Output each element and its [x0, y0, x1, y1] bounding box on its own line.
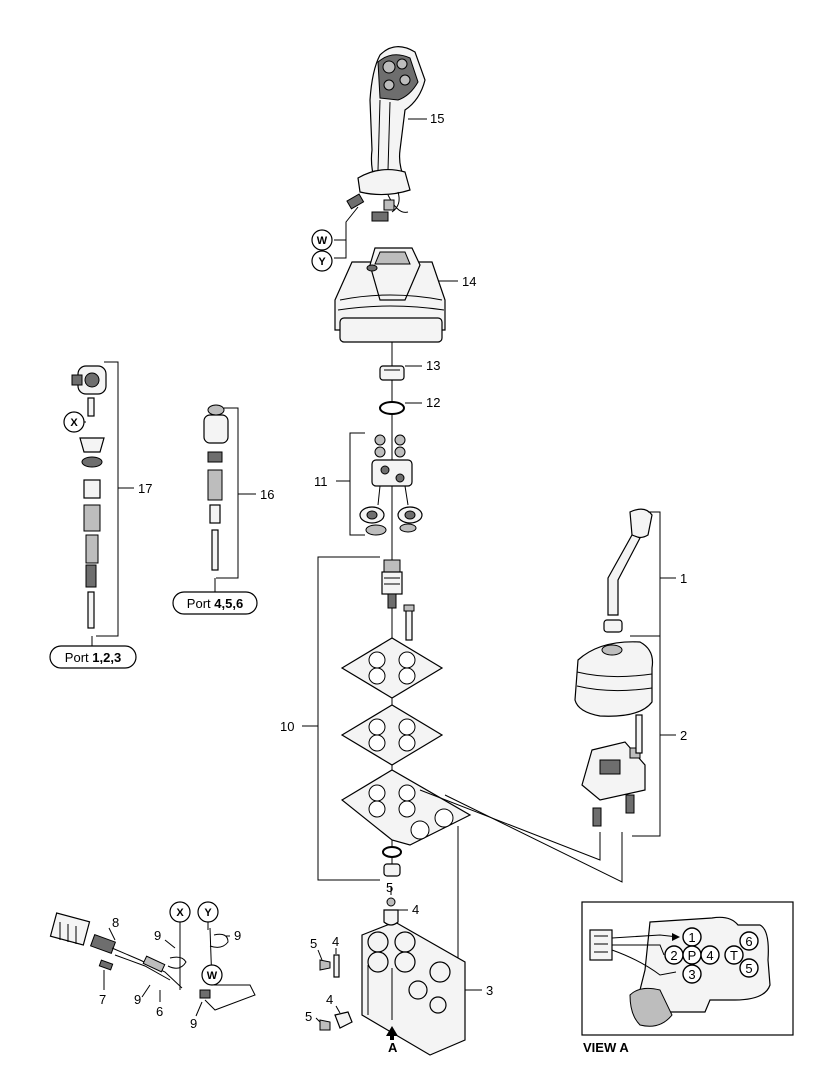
joystick-handle-15 [357, 46, 426, 196]
w-y-leader [334, 206, 359, 259]
port-456-label: Port 4,5,6 [172, 591, 258, 615]
view-a-port-6: 6 [739, 931, 759, 951]
callout-14: 14 [462, 274, 476, 289]
bracket-1 [630, 511, 661, 637]
svg-text:2: 2 [670, 948, 677, 963]
boot-housing-2 [574, 641, 654, 827]
bottom-nut [383, 863, 401, 877]
svg-text:5: 5 [745, 961, 752, 976]
lever-1 [603, 508, 653, 633]
callout-15: 15 [430, 111, 444, 126]
valve-plate-1 [340, 637, 444, 699]
svg-text:Y: Y [318, 256, 326, 268]
connect-line-a [419, 789, 601, 861]
callout-leader-9d [195, 1001, 203, 1017]
view-a-arrow [386, 1026, 398, 1040]
valve-body-3 [361, 921, 466, 1056]
callout-10: 10 [280, 719, 294, 734]
callout-11: 11 [314, 474, 328, 489]
callout-9d: 9 [190, 1016, 197, 1031]
callout-5b: 5 [310, 936, 317, 951]
view-a-port-5: 5 [739, 958, 759, 978]
svg-text:1: 1 [688, 930, 695, 945]
callout-5a: 5 [386, 880, 393, 895]
connector-8 [49, 912, 117, 955]
bracket-10 [317, 556, 380, 881]
connect-line-b [444, 794, 623, 883]
callout-leader-9c [141, 984, 151, 998]
callout-12: 12 [426, 395, 440, 410]
circle-y-bottom: Y [197, 901, 219, 923]
circle-x-left: X [63, 411, 85, 433]
callout-leader-5c [315, 1017, 321, 1023]
callout-9c: 9 [134, 992, 141, 1007]
cam-plate-kit-11 [359, 434, 423, 536]
callout-4c: 4 [326, 992, 333, 1007]
bracket-11 [349, 432, 365, 536]
callout-1: 1 [680, 571, 687, 586]
svg-text:4: 4 [706, 948, 713, 963]
harness-6 [98, 927, 256, 1011]
view-a-title: VIEW A [583, 1040, 629, 1055]
view-a-port-3: 3 [682, 964, 702, 984]
nut-13 [379, 365, 405, 381]
circle-w-top: W [311, 229, 333, 251]
callout-9b: 9 [234, 928, 241, 943]
callout-4b: 4 [332, 934, 339, 949]
seal-ring [382, 846, 402, 858]
bracket-16 [216, 407, 239, 579]
view-a-port-4: 4 [700, 945, 720, 965]
port-123-label: Port 1,2,3 [49, 645, 137, 669]
callout-7: 7 [99, 992, 106, 1007]
valve-plate-3 [340, 769, 472, 846]
rubber-boot-14 [334, 247, 446, 343]
washer-12 [379, 401, 405, 415]
circle-y-top: Y [311, 250, 333, 272]
view-a-port-t: T [724, 945, 744, 965]
callout-2: 2 [680, 728, 687, 743]
callout-leader-9a [164, 939, 176, 949]
callout-leader-5b [317, 949, 323, 961]
callout-3: 3 [486, 983, 493, 998]
callout-6: 6 [156, 1004, 163, 1019]
view-a-port-1: 1 [682, 927, 702, 947]
circle-w-bottom: W [201, 964, 223, 986]
svg-text:X: X [176, 907, 184, 919]
callout-8: 8 [112, 915, 119, 930]
svg-text:Port 1,2,3: Port 1,2,3 [65, 650, 121, 665]
arrow-label-a: A [388, 1040, 398, 1055]
handle-connectors [346, 191, 409, 222]
svg-text:6: 6 [745, 934, 752, 949]
circle-x-bottom: X [169, 901, 191, 923]
spring-kit-17 [71, 365, 107, 629]
view-a-port-p: P [682, 945, 702, 965]
svg-text:X: X [70, 417, 78, 429]
callout-leader-4c [335, 1005, 341, 1014]
callout-13: 13 [426, 358, 440, 373]
clip-4-bottom [319, 1011, 353, 1031]
callout-16: 16 [260, 487, 274, 502]
svg-text:W: W [317, 235, 328, 247]
svg-text:Y: Y [204, 907, 212, 919]
view-a-port-2: 2 [664, 945, 684, 965]
svg-text:Port 4,5,6: Port 4,5,6 [187, 596, 243, 611]
svg-text:3: 3 [688, 967, 695, 982]
svg-text:T: T [730, 948, 738, 963]
callout-17: 17 [138, 481, 152, 496]
valve-plate-2 [340, 704, 444, 766]
pusher-assembly [381, 559, 415, 641]
callout-9a: 9 [154, 928, 161, 943]
callout-5c: 5 [305, 1009, 312, 1024]
clip-4-top [383, 897, 399, 926]
callout-4a: 4 [412, 902, 419, 917]
svg-text:P: P [688, 948, 697, 963]
spring-kit-16 [203, 404, 229, 571]
bracket-2 [632, 635, 661, 837]
svg-text:W: W [207, 970, 218, 982]
bracket-17 [96, 361, 119, 637]
clip-4-left [319, 954, 340, 978]
callout-leader-8 [108, 927, 116, 941]
view-a-inset [581, 901, 794, 1036]
